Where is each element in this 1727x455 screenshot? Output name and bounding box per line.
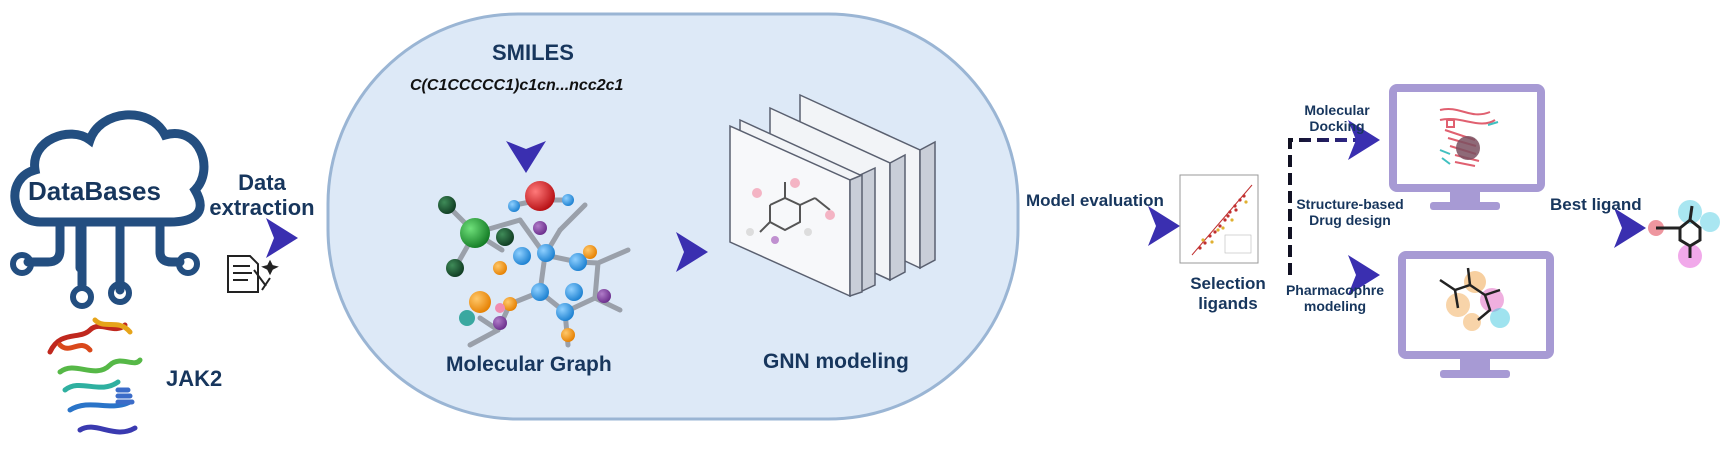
structure-based-line2: Drug design xyxy=(1309,212,1391,229)
smiles-string: C(C1CCCCC1)c1cn...ncc2c1 xyxy=(410,77,624,94)
gnn-molecule-drawing xyxy=(759,182,831,233)
best-ligand-label: Best ligand xyxy=(1550,195,1642,214)
selection-line2: ligands xyxy=(1198,293,1258,313)
molecular-graph-label: Molecular Graph xyxy=(446,353,612,376)
database-cloud-nodes xyxy=(10,252,200,309)
databases-label: DataBases xyxy=(28,176,161,206)
gnn-layers-illustration xyxy=(729,93,936,298)
structure-based-line1: Structure-based xyxy=(1296,196,1404,212)
jak2-protein-structure xyxy=(47,317,143,435)
gnn-modeling-label: GNN modeling xyxy=(763,350,909,373)
monitor-pharmacophore xyxy=(1398,251,1554,378)
gnn-molecule-atoms xyxy=(746,178,835,244)
docking-line2: Docking xyxy=(1309,118,1365,135)
branch-arrows xyxy=(1288,120,1380,295)
data-extraction-label: Data extraction xyxy=(202,170,322,221)
pharmacophore-line2: modeling xyxy=(1303,298,1367,315)
pharmacophore-image xyxy=(1439,267,1510,331)
data-extraction-line2: extraction xyxy=(209,195,315,221)
molecular-docking-label: Molecular Docking xyxy=(1292,102,1382,134)
selection-ligands-label: Selection ligands xyxy=(1178,274,1278,313)
data-extraction-line1: Data xyxy=(238,170,286,195)
best-ligand-molecule xyxy=(1648,200,1720,268)
structure-based-label: Structure-based Drug design xyxy=(1288,196,1412,228)
pharmacophore-label: Pharmacophre modeling xyxy=(1280,282,1390,314)
docking-structure-image xyxy=(1439,107,1499,167)
jak2-label: JAK2 xyxy=(166,366,223,391)
docking-ligand xyxy=(1456,136,1480,160)
database-cloud-icon xyxy=(10,110,209,295)
smiles-title: SMILES xyxy=(492,40,574,65)
molecule-atoms xyxy=(438,181,611,342)
selection-line1: Selection xyxy=(1190,274,1266,293)
model-evaluation-label: Model evaluation xyxy=(1026,191,1164,210)
evaluation-scatter-thumbnail xyxy=(1179,174,1259,264)
pharmacophore-line1: Pharmacophre xyxy=(1285,282,1385,298)
docking-line1: Molecular xyxy=(1304,102,1370,118)
document-clean-icon xyxy=(227,255,279,293)
